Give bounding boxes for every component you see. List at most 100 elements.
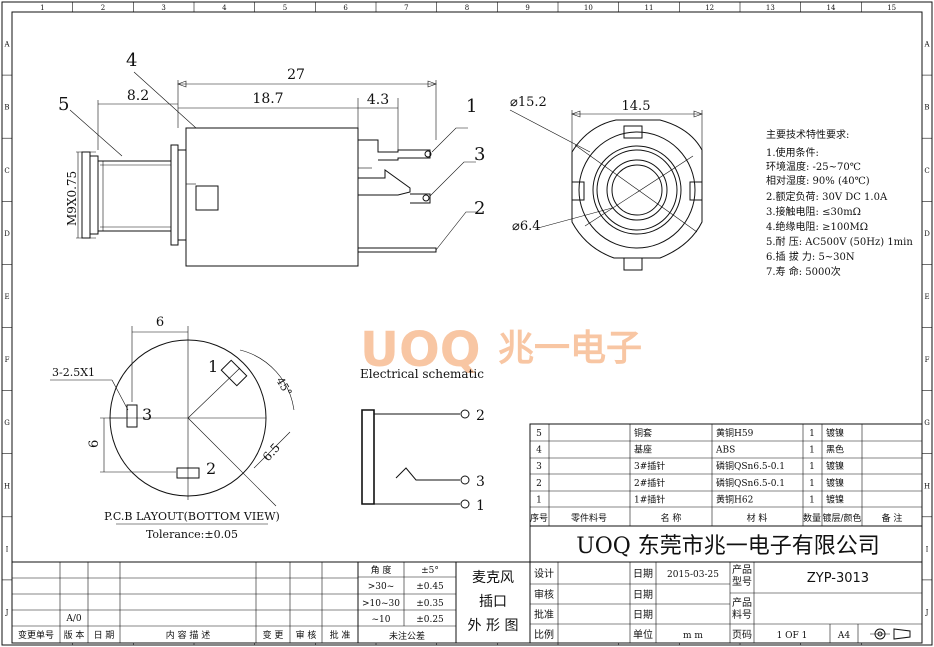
tb-page-value: 1 OF 1 bbox=[777, 631, 808, 641]
callout-3: 3 bbox=[474, 144, 485, 165]
spec-line: 2.额定负荷: 30V DC 1.0A bbox=[766, 190, 888, 203]
dim-pcb-top: 6 bbox=[156, 315, 164, 330]
dim-thread: M9X0.75 bbox=[65, 171, 79, 226]
dim-pin: 4.3 bbox=[367, 92, 389, 108]
border-column-label: 5 bbox=[283, 4, 287, 12]
border-column-label: 10 bbox=[584, 4, 593, 12]
electrical-schematic: Electrical schematic 2 3 1 bbox=[360, 367, 485, 514]
border-row-label: C bbox=[924, 167, 929, 175]
tolerance-table: 角 度 ±5° >30~ ±0.45 >10~30 ±0.35 ~10 ±0.2… bbox=[357, 561, 457, 644]
dim-width: 14.5 bbox=[622, 99, 651, 114]
spec-line: 6.插 拔 力: 5~30N bbox=[766, 250, 855, 263]
border-row-label: E bbox=[924, 293, 929, 301]
dim-total: 27 bbox=[287, 67, 305, 83]
border-column-label: 8 bbox=[465, 4, 469, 12]
pcb-pin-3: 3 bbox=[142, 405, 152, 424]
bom-cell-qty: 1 bbox=[809, 446, 815, 456]
spec-line: 环境温度: -25~70℃ bbox=[766, 160, 861, 173]
tol-footer: 未注公差 bbox=[389, 630, 425, 642]
dim-radius: 6.5 bbox=[260, 440, 283, 464]
dim-pcb-left: 6 bbox=[87, 440, 102, 448]
callout-2: 2 bbox=[474, 198, 485, 219]
bom-cell-material: 黄铜H59 bbox=[716, 427, 754, 439]
border-row-label: G bbox=[924, 419, 930, 427]
front-view bbox=[509, 109, 703, 271]
bom-cell-finish: 镀镍 bbox=[826, 477, 844, 489]
tb-approve: 批准 bbox=[534, 608, 554, 621]
bom-cell-material: 磷铜QSn6.5-0.1 bbox=[716, 477, 785, 489]
bom-cell-name: 2#插针 bbox=[634, 477, 665, 489]
bom-header-qty: 数量 bbox=[803, 512, 821, 524]
bom-cell-finish: 黑色 bbox=[826, 444, 844, 456]
product-line-1: 麦克风 bbox=[472, 570, 514, 586]
bom-cell-finish: 镀镍 bbox=[826, 427, 844, 439]
border-column-label: 2 bbox=[101, 4, 105, 12]
border-row-label: A bbox=[923, 41, 930, 49]
border-row-label: H bbox=[924, 482, 930, 490]
rev-header: 版 本 bbox=[64, 629, 85, 641]
bom-header-part: 零件料号 bbox=[571, 512, 607, 524]
border-column-label: 13 bbox=[766, 4, 775, 12]
tb-date: 日期 bbox=[633, 609, 653, 621]
bom-cell-finish: 镀镍 bbox=[826, 493, 844, 505]
tol-angle-value: ±5° bbox=[421, 566, 439, 576]
dim-outer-diameter: ⌀15.2 bbox=[510, 95, 547, 110]
tb-design: 设计 bbox=[534, 567, 554, 580]
border-row-label: H bbox=[4, 482, 10, 490]
projection-symbol-icon bbox=[870, 628, 911, 640]
rev-header: 批 准 bbox=[330, 629, 351, 641]
pcb-pin-2: 2 bbox=[206, 459, 216, 478]
bom-header-note: 备 注 bbox=[882, 512, 903, 524]
bom-cell-qty: 1 bbox=[809, 495, 815, 505]
tb-check: 审核 bbox=[534, 588, 554, 601]
pcb-tolerance: Tolerance:±0.05 bbox=[146, 528, 238, 541]
bom-cell-name: 3#插针 bbox=[634, 460, 665, 472]
tb-product-model: 产品型号 bbox=[732, 563, 752, 588]
bom-cell-no: 5 bbox=[536, 429, 542, 439]
bom-cell-no: 2 bbox=[536, 479, 542, 489]
border-column-label: 3 bbox=[161, 4, 165, 12]
pcb-title: P.C.B LAYOUT(BOTTOM VIEW) bbox=[104, 510, 280, 523]
tb-date-value: 2015-03-25 bbox=[667, 570, 719, 580]
callout-4: 4 bbox=[126, 50, 137, 71]
dim-holes: 3-2.5X1 bbox=[52, 366, 95, 379]
border-row-label: F bbox=[5, 356, 10, 364]
tb-unit-value: m m bbox=[683, 631, 703, 641]
border-row-label: D bbox=[4, 230, 10, 238]
bom-cell-qty: 1 bbox=[809, 462, 815, 472]
border-column-label: 14 bbox=[827, 4, 836, 12]
bom-cell-no: 4 bbox=[536, 446, 542, 456]
border-row-label: J bbox=[5, 608, 9, 616]
title-block: 设计 审核 批准 比例 日期 日期 日期 单位 2015-03-25 m m 产… bbox=[529, 561, 923, 644]
border-column-label: 12 bbox=[705, 4, 714, 12]
pcb-labels: 6 6 45° 6.5 3-2.5X1 1 3 2 P.C.B LAYOUT(B… bbox=[52, 315, 294, 541]
tol-range: >30~ bbox=[368, 582, 395, 592]
schematic-pin-3: 3 bbox=[476, 474, 485, 490]
border-column-label: 6 bbox=[343, 4, 348, 12]
border-row-label: C bbox=[4, 167, 9, 175]
front-view-labels: ⌀15.2 14.5 ⌀6.4 bbox=[510, 95, 650, 234]
tb-product-no: 产品料号 bbox=[732, 596, 752, 621]
schematic-pin-1: 1 bbox=[476, 498, 485, 514]
border-column-label: 4 bbox=[222, 4, 227, 12]
border-row-label: I bbox=[6, 545, 9, 553]
bom-cell-qty: 1 bbox=[809, 429, 815, 439]
bom-cell-finish: 镀镍 bbox=[826, 460, 844, 472]
callout-1: 1 bbox=[466, 96, 477, 117]
border-column-label: 1 bbox=[40, 4, 44, 12]
tb-size: A4 bbox=[837, 631, 850, 641]
border-row-label: D bbox=[924, 230, 930, 238]
spec-title: 主要技术特性要求: bbox=[766, 128, 849, 141]
border-row-label: E bbox=[4, 293, 9, 301]
border-column-label: 9 bbox=[525, 4, 529, 12]
product-line-3: 外 形 图 bbox=[468, 618, 519, 634]
watermark-latin: UOQ bbox=[360, 322, 481, 378]
bom-cell-name: 铜套 bbox=[634, 427, 652, 439]
spec-line: 4.绝缘电阻: ≥100MΩ bbox=[766, 220, 868, 233]
schematic-title: Electrical schematic bbox=[360, 367, 484, 381]
side-view-labels: 27 8.2 18.7 4.3 M9X0.75 4 5 1 3 2 bbox=[58, 50, 485, 226]
border-row-label: G bbox=[4, 419, 10, 427]
spec-line: 7.寿 命: 5000次 bbox=[766, 265, 841, 278]
rev-header: 变更单号 bbox=[18, 629, 54, 641]
spec-line: 5.耐 压: AC500V (50Hz) 1min bbox=[766, 235, 913, 248]
